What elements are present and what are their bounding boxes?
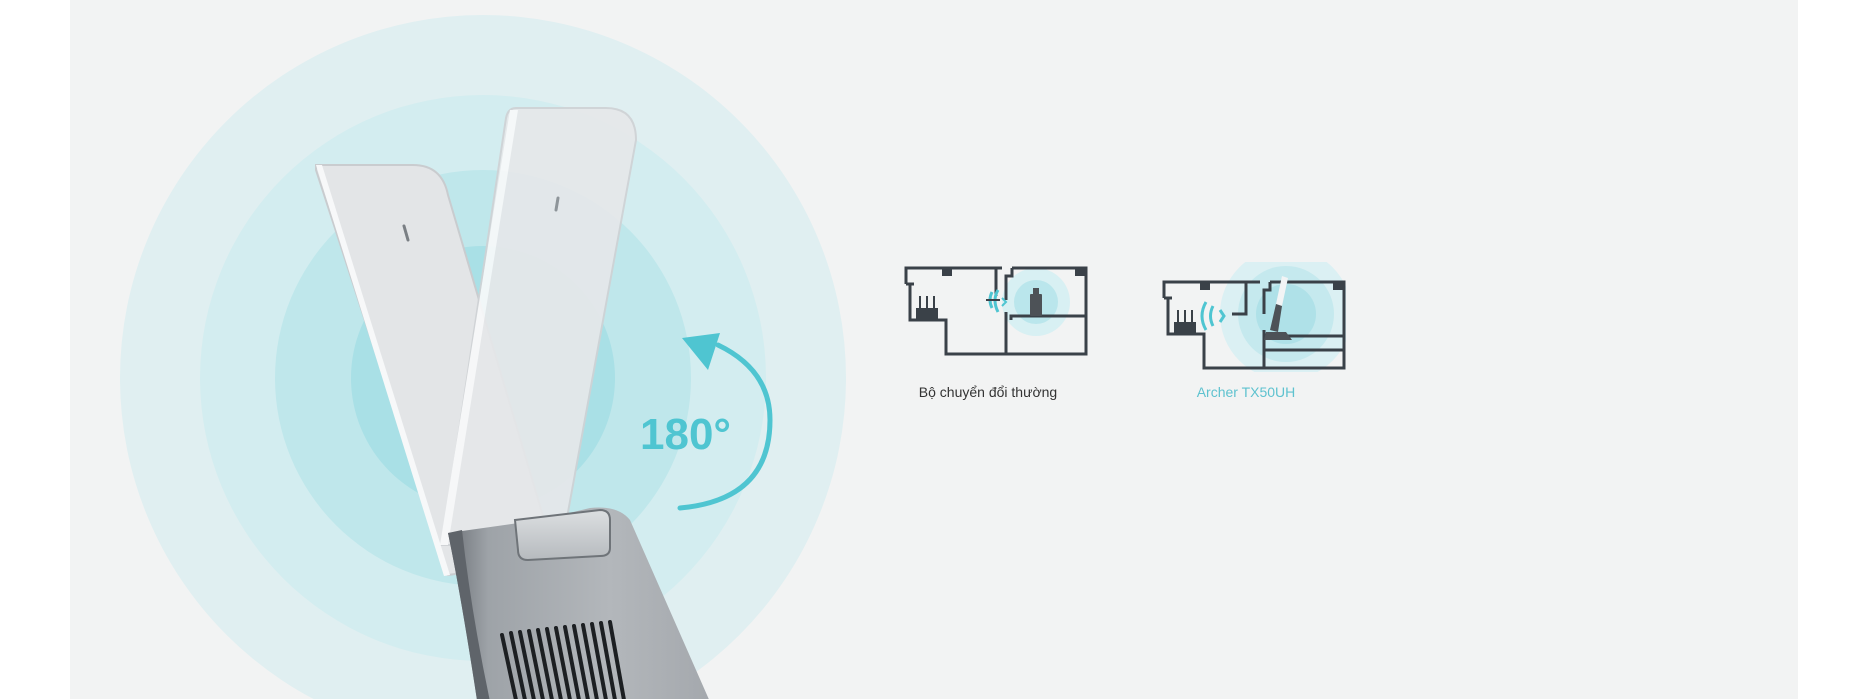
floorplan-weak-signal-icon [904,266,1088,356]
comparison-archer-tx50uh: Archer TX50UH [1146,262,1346,400]
comparison-caption-archer: Archer TX50UH [1196,384,1296,400]
comparison-regular-adapter: Bộ chuyển đổi thường [888,262,1088,400]
rotation-angle-label: 180° [640,410,732,459]
floorplan-strong-signal-icon [1162,262,1346,372]
comparison-caption-regular: Bộ chuyển đổi thường [918,384,1058,400]
rotation-arrowhead [682,333,720,370]
usb-adapter-illustration [315,107,773,699]
feature-panel: 180° [70,0,1798,699]
vent-slots [500,620,626,699]
adapter-body [448,507,709,699]
rotation-arrow-icon [677,342,773,511]
